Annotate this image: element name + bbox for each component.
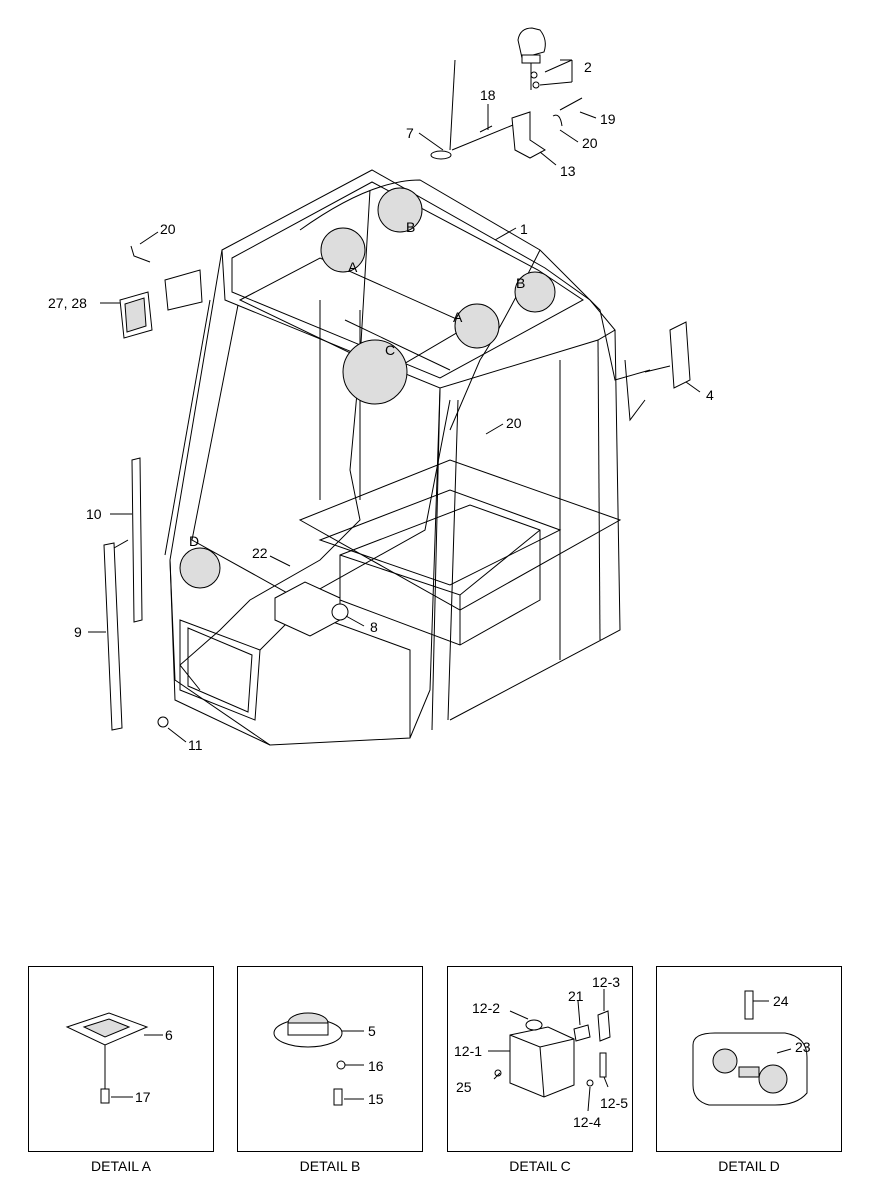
- label-20-left: 20: [160, 221, 176, 237]
- callout-b-2: B: [516, 275, 525, 291]
- label-2: 2: [584, 59, 592, 75]
- detail-d-label-23: 23: [795, 1039, 811, 1055]
- detail-c-label-12-5: 12-5: [600, 1095, 628, 1111]
- panel-dial-left: [712, 1048, 738, 1074]
- detail-c-label-25: 25: [456, 1079, 472, 1095]
- detail-a-drawing: 6 17: [65, 1012, 173, 1105]
- pump-21: [573, 1024, 591, 1042]
- detail-b-label-5: 5: [368, 1023, 376, 1039]
- detail-c-label-21: 21: [568, 988, 584, 1004]
- dome-lamp-lens: [82, 1018, 131, 1038]
- cab-frame: [164, 169, 622, 746]
- detail-c-label-12-1: 12-1: [454, 1043, 482, 1059]
- callout-d: D: [189, 533, 199, 549]
- label-22: 22: [252, 545, 268, 561]
- detail-b-label-15: 15: [368, 1091, 384, 1107]
- label-8: 8: [370, 619, 378, 635]
- wire-harness: [179, 179, 651, 691]
- detail-a-title: DETAIL A: [91, 1158, 151, 1174]
- detail-c-label-12-3: 12-3: [592, 974, 620, 990]
- tank-cap: [525, 1019, 543, 1031]
- detail-d-title: DETAIL D: [718, 1158, 780, 1174]
- label-1: 1: [520, 221, 528, 237]
- label-19: 19: [600, 111, 616, 127]
- panel-dial-right: [758, 1064, 788, 1094]
- detail-a-box: 6 17: [28, 966, 214, 1152]
- bracket-12-3: [597, 1010, 611, 1042]
- detail-b-drawing: 5 16 15: [273, 1012, 384, 1107]
- detail-a-label-17: 17: [135, 1089, 151, 1105]
- wiper-motor: [274, 581, 349, 637]
- detail-c-label-12-4: 12-4: [573, 1114, 601, 1130]
- label-11: 11: [188, 737, 203, 753]
- screw-24: [744, 990, 754, 1020]
- beacon-light: [517, 27, 546, 90]
- detail-b-title: DETAIL B: [299, 1158, 361, 1174]
- detail-c-box: 12-2 21 12-3 12-1 25 12-5 12-4: [447, 966, 633, 1152]
- washer-16: [336, 1060, 346, 1070]
- label-10: 10: [86, 506, 102, 522]
- cab-exploded-view: 1 2 4 7 8 9 10 11 13 18 19 20 20 20 22 2…: [48, 27, 714, 753]
- detail-circles: [179, 187, 556, 589]
- leader-lines: [88, 59, 701, 743]
- panel-switches: [738, 1066, 760, 1078]
- detail-d-label-24: 24: [773, 993, 789, 1009]
- label-20-mid: 20: [506, 415, 522, 431]
- detail-d-drawing: 24 23: [692, 990, 811, 1106]
- detail-c-label-12-2: 12-2: [472, 1000, 500, 1016]
- screw-15: [333, 1088, 343, 1106]
- callout-c: C: [385, 342, 395, 358]
- detail-d-box: 24 23: [656, 966, 842, 1152]
- detail-c-title: DETAIL C: [509, 1158, 571, 1174]
- washer-tank: [509, 1026, 575, 1098]
- bolt-18: [479, 125, 493, 133]
- nozzle-12-5: [599, 1052, 607, 1078]
- wiper: [103, 457, 143, 731]
- label-4: 4: [706, 387, 714, 403]
- screw-25: [494, 1069, 502, 1077]
- work-light: [119, 245, 203, 339]
- callout-a-2: A: [453, 309, 463, 325]
- label-13: 13: [560, 163, 576, 179]
- detail-b-label-16: 16: [368, 1058, 384, 1074]
- detail-c-drawing: 12-2 21 12-3 12-1 25 12-5 12-4: [454, 974, 628, 1130]
- grommet-12-4: [586, 1079, 594, 1087]
- screw-17: [100, 1088, 110, 1104]
- label-9: 9: [74, 624, 82, 640]
- beacon-bracket: [511, 111, 546, 159]
- washer-nozzle: [157, 716, 169, 728]
- label-7: 7: [406, 125, 414, 141]
- bolt-19: [559, 97, 583, 111]
- callout-a-1: A: [348, 259, 358, 275]
- detail-b-box: 5 16 15: [237, 966, 423, 1152]
- label-27-28: 27, 28: [48, 295, 87, 311]
- label-18: 18: [480, 87, 496, 103]
- clip-20-top: [552, 114, 563, 127]
- detail-a-label-6: 6: [165, 1027, 173, 1043]
- label-20-top: 20: [582, 135, 598, 151]
- rear-lamp: [624, 321, 691, 422]
- callout-b-1: B: [406, 219, 415, 235]
